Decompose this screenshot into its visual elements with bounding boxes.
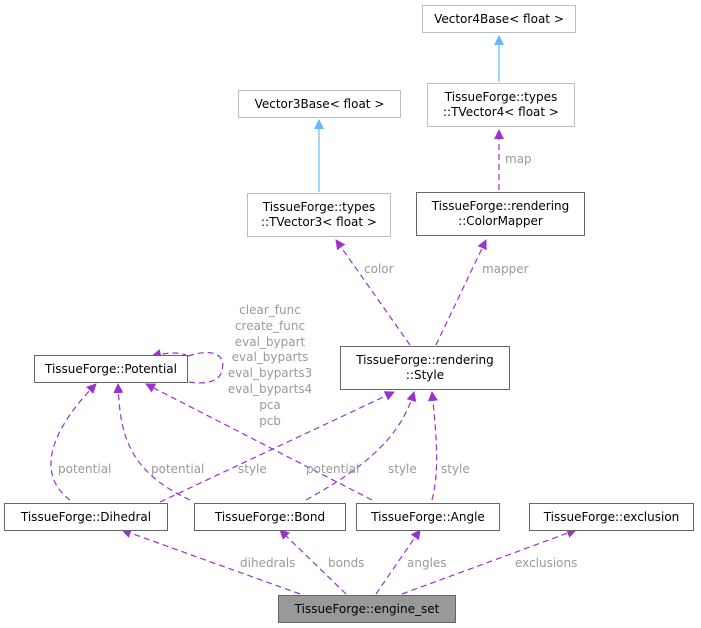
- edge-bond-style: [305, 391, 417, 501]
- node-style-line2: ::Style: [405, 368, 445, 382]
- edge-dihedral-potential: [50, 383, 97, 501]
- node-engine-set[interactable]: TissueForge::engine_set: [278, 595, 456, 623]
- edge-style-colormapper: [435, 239, 487, 346]
- node-angle-label: TissueForge::Angle: [371, 509, 485, 524]
- node-colormapper-line2: ::ColorMapper: [458, 214, 543, 228]
- self-label-clear-func: clear_func: [239, 303, 301, 317]
- node-vector3base-label: Vector3Base< float >: [254, 96, 385, 111]
- node-vector4base[interactable]: Vector4Base< float >: [422, 5, 576, 33]
- node-tvector4[interactable]: TissueForge::types ::TVector4< float >: [427, 83, 575, 127]
- node-angle[interactable]: TissueForge::Angle: [356, 503, 500, 531]
- node-potential[interactable]: TissueForge::Potential: [34, 355, 188, 383]
- edge-label-exclusions: exclusions: [515, 556, 578, 570]
- self-label-create-func: create_func: [234, 318, 306, 333]
- node-vector4base-label: Vector4Base< float >: [434, 11, 564, 26]
- edge-label-angle-potential: potential: [306, 462, 360, 476]
- edge-label-dihedrals: dihedrals: [240, 556, 296, 570]
- node-colormapper-line1: TissueForge::rendering: [431, 199, 570, 213]
- self-label-eval-byparts: eval_byparts: [231, 350, 309, 365]
- edge-label-mapper: mapper: [482, 262, 529, 276]
- self-label-eval-byparts3: eval_byparts3: [227, 366, 313, 381]
- node-exclusion-label: TissueForge::exclusion: [543, 509, 680, 524]
- node-tvector3-line2: ::TVector3< float >: [261, 215, 377, 229]
- edge-label-bond-style: style: [388, 462, 417, 476]
- edge-label-dihedral-potential: potential: [58, 462, 112, 476]
- node-tvector4-line1: TissueForge::types: [444, 90, 558, 104]
- edge-label-angles: angles: [407, 556, 447, 570]
- edge-label-dihedral-style: style: [238, 462, 267, 476]
- self-label-eval-bypart: eval_bypart: [234, 334, 306, 349]
- node-tvector3[interactable]: TissueForge::types ::TVector3< float >: [247, 193, 391, 237]
- edge-dihedral-style: [159, 391, 395, 503]
- node-potential-label: TissueForge::Potential: [45, 361, 177, 376]
- self-label-pca: pca: [259, 397, 281, 412]
- node-tvector4-line2: ::TVector4< float >: [443, 105, 559, 119]
- self-label-pcb: pcb: [259, 413, 281, 428]
- node-dihedral-label: TissueForge::Dihedral: [20, 509, 152, 524]
- edge-label-potential-self: clear_func create_func eval_bypart eval_…: [220, 303, 320, 429]
- node-bond[interactable]: TissueForge::Bond: [194, 503, 346, 531]
- edge-engineset-dihedral: [121, 528, 301, 595]
- edge-potential-self: [187, 351, 224, 384]
- edge-label-bond-potential: potential: [151, 462, 205, 476]
- edge-engineset-angle: [375, 529, 421, 595]
- edge-label-bonds: bonds: [328, 556, 365, 570]
- node-colormapper[interactable]: TissueForge::rendering ::ColorMapper: [416, 192, 585, 236]
- edge-angle-style: [427, 391, 438, 501]
- self-label-eval-byparts4: eval_byparts4: [227, 381, 313, 396]
- edge-label-map: map: [505, 152, 532, 166]
- edge-bond-potential: [113, 383, 191, 501]
- node-vector3base[interactable]: Vector3Base< float >: [238, 90, 401, 118]
- node-tvector3-line1: TissueForge::types: [262, 200, 376, 214]
- node-style[interactable]: TissueForge::rendering ::Style: [340, 346, 510, 390]
- node-style-line1: TissueForge::rendering: [356, 353, 494, 367]
- edge-style-tvector3: [335, 239, 411, 346]
- node-dihedral[interactable]: TissueForge::Dihedral: [4, 503, 168, 531]
- node-exclusion[interactable]: TissueForge::exclusion: [529, 503, 694, 531]
- edge-label-angle-style: style: [441, 462, 470, 476]
- node-bond-label: TissueForge::Bond: [214, 509, 326, 524]
- edge-engineset-exclusion: [401, 528, 577, 595]
- node-engine-set-label: TissueForge::engine_set: [294, 601, 440, 616]
- edge-engineset-bond: [279, 529, 347, 595]
- edge-label-color: color: [364, 262, 394, 276]
- edge-angle-potential: [145, 383, 373, 501]
